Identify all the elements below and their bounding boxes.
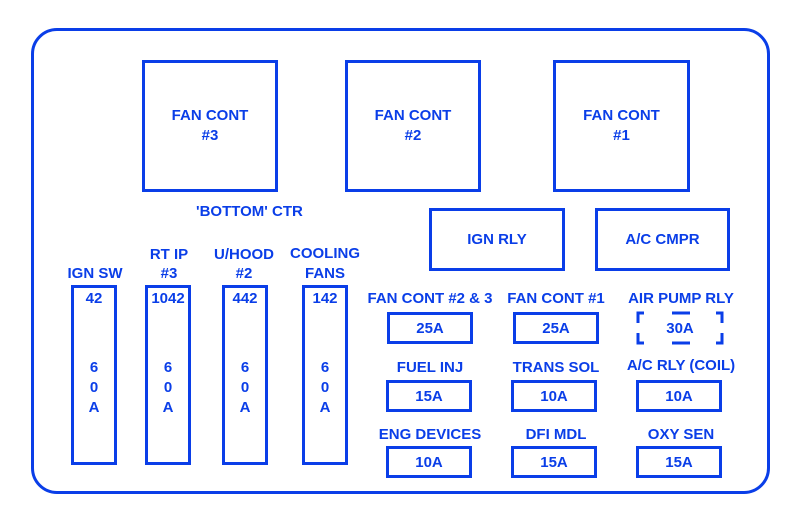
fuse-trans-sol[interactable]: 10A	[511, 380, 597, 412]
relay-fan-cont-2[interactable]: FAN CONT #2	[345, 60, 481, 192]
amp-digit: 0	[240, 379, 250, 396]
fuse-amp: 25A	[542, 319, 570, 337]
amp-digit: 6	[320, 359, 330, 376]
fuse-label: FUEL INJ	[396, 359, 464, 376]
relay-label: IGN RLY	[467, 230, 527, 248]
relay-number: #1	[613, 127, 630, 144]
circuit-code: 142	[312, 290, 338, 307]
fuse-amp: 10A	[540, 387, 568, 405]
fuse-label: A/C RLY (COIL)	[626, 357, 736, 374]
amp-unit: A	[319, 399, 331, 416]
maxi-fuse-label: COOLING	[290, 245, 360, 262]
fuse-amp: 15A	[415, 387, 443, 405]
relay-label: FAN CONT	[171, 107, 249, 124]
maxi-fuse-sublabel: #3	[160, 265, 178, 282]
amp-digit: 0	[163, 379, 173, 396]
fuse-fan-cont-1[interactable]: 25A	[513, 312, 599, 344]
fuse-amp: 10A	[665, 387, 693, 405]
fuse-ac-rly-coil[interactable]: 10A	[636, 380, 722, 412]
fuse-label: DFI MDL	[525, 426, 587, 443]
fuse-fuel-inj[interactable]: 15A	[386, 380, 472, 412]
fuse-amp: 25A	[416, 319, 444, 337]
amp-unit: A	[88, 399, 100, 416]
fuse-fan-cont-2-3[interactable]: 25A	[387, 312, 473, 344]
relay-number: #3	[201, 127, 219, 144]
fuse-box-outline	[31, 28, 770, 494]
dashed-outline	[636, 311, 724, 345]
maxi-fuse-label: IGN SW	[67, 265, 123, 282]
circuit-code: 442	[232, 290, 258, 307]
fuse-label: TRANS SOL	[512, 359, 600, 376]
relay-label: A/C CMPR	[625, 230, 700, 248]
circuit-code: 42	[85, 290, 103, 307]
fuse-label: FAN CONT #2 & 3	[367, 290, 493, 307]
amp-unit: A	[162, 399, 174, 416]
relay-fan-cont-3[interactable]: FAN CONT #3	[142, 60, 278, 192]
maxi-fuse-sublabel: #2	[235, 265, 253, 282]
circuit-code: 1042	[151, 290, 185, 307]
amp-digit: 6	[163, 359, 173, 376]
relay-number: #2	[404, 127, 422, 144]
bottom-ctr-label: 'BOTTOM' CTR	[196, 203, 303, 220]
relay-ac-cmpr[interactable]: A/C CMPR	[595, 208, 730, 271]
maxi-fuse-sublabel: FANS	[304, 265, 345, 282]
fuse-dfi-mdl[interactable]: 15A	[511, 446, 597, 478]
fuse-oxy-sen[interactable]: 15A	[636, 446, 722, 478]
fuse-label: OXY SEN	[647, 426, 715, 443]
fuse-amp: 10A	[415, 453, 443, 471]
fuse-amp: 15A	[665, 453, 693, 471]
maxi-fuse-label: U/HOOD	[214, 246, 274, 263]
amp-digit: 6	[240, 359, 250, 376]
relay-label: FAN CONT	[374, 107, 452, 124]
relay-ign-rly[interactable]: IGN RLY	[429, 208, 565, 271]
fuse-label: AIR PUMP RLY	[628, 290, 734, 307]
amp-digit: 0	[320, 379, 330, 396]
fuse-amp: 15A	[540, 453, 568, 471]
fuse-eng-devices[interactable]: 10A	[386, 446, 472, 478]
fuse-air-pump-rly-empty-slot[interactable]: 30A	[636, 311, 724, 345]
fuse-label: ENG DEVICES	[378, 426, 482, 443]
amp-digit: 6	[89, 359, 99, 376]
maxi-fuse-label: RT IP	[149, 246, 189, 263]
relay-label: FAN CONT	[583, 107, 660, 124]
amp-digit: 0	[89, 379, 99, 396]
amp-unit: A	[239, 399, 251, 416]
fuse-label: FAN CONT #1	[507, 290, 605, 307]
relay-fan-cont-1[interactable]: FAN CONT #1	[553, 60, 690, 192]
fuse-amp: 30A	[666, 319, 694, 337]
